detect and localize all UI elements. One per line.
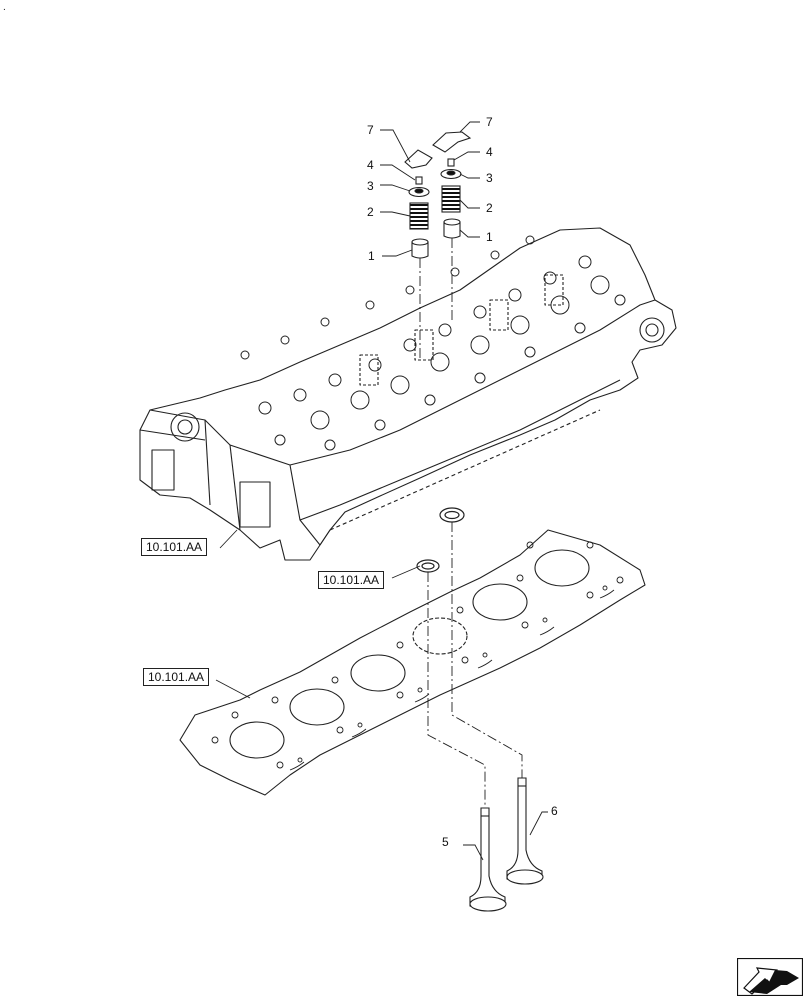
callout-2-right: 2 [486, 201, 493, 215]
centerlines [419, 238, 523, 808]
cylinder-head [139, 227, 677, 561]
valve-exhaust [469, 807, 507, 912]
callout-7-right: 7 [486, 115, 493, 129]
leader-lines [215, 121, 548, 861]
arrow-icon [736, 957, 804, 997]
callout-1-left: 1 [368, 249, 375, 263]
callout-7-left: 7 [367, 123, 374, 137]
next-page-arrow-icon[interactable] [736, 957, 804, 997]
head-gasket [179, 529, 646, 796]
reference-head-gasket[interactable]: 10.101.AA [143, 668, 210, 686]
callout-3-right: 3 [486, 171, 493, 185]
corner-mark: . [3, 2, 6, 13]
callout-5: 5 [442, 835, 449, 849]
reference-cylinder-head[interactable]: 10.101.AA [141, 538, 208, 556]
reference-seal-ring[interactable]: 10.101.AA [318, 571, 385, 589]
callout-1-right: 1 [486, 230, 493, 244]
seal-rings [416, 507, 465, 573]
callout-6: 6 [551, 804, 558, 818]
valve-parts-left [404, 149, 433, 259]
callout-2-left: 2 [367, 205, 374, 219]
callout-4-right: 4 [486, 145, 493, 159]
callout-4-left: 4 [367, 158, 374, 172]
valve-intake [506, 777, 544, 885]
callout-3-left: 3 [367, 179, 374, 193]
valve-parts-right [432, 131, 472, 239]
